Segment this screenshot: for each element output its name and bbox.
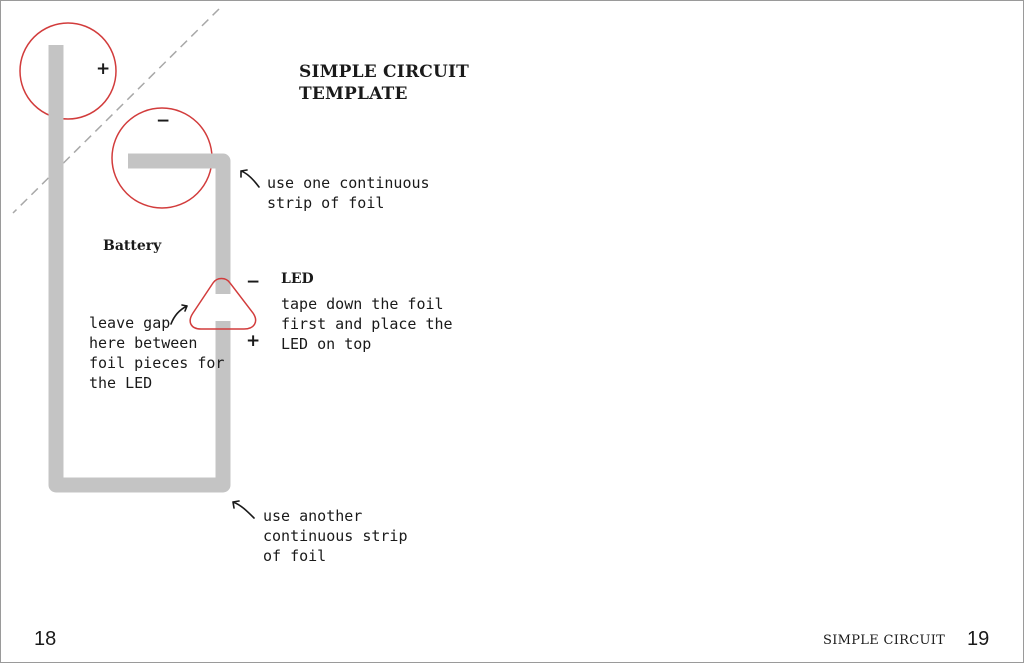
- battery-label: Battery: [103, 238, 162, 254]
- led-note: tape down the foil first and place the L…: [281, 295, 453, 353]
- battery-plus-sign: +: [96, 59, 111, 79]
- arrow-bottom-icon: [232, 500, 255, 519]
- led-plus-sign: +: [246, 331, 261, 351]
- led-heading: LED: [281, 271, 314, 287]
- note-leave-gap: leave gap here between foil pieces for t…: [89, 314, 225, 392]
- foil-strip-positive: [48, 45, 231, 493]
- battery-minus-sign: −: [156, 111, 171, 131]
- note-another-strip: use another continuous strip of foil: [263, 507, 408, 565]
- page-number-right: 19: [967, 628, 990, 650]
- arrow-top-icon: [240, 169, 260, 188]
- led-outline: [189, 277, 257, 330]
- page-number-left: 18: [34, 628, 57, 650]
- battery-positive-circle: [19, 22, 117, 120]
- note-continuous-strip: use one continuous strip of foil: [267, 174, 430, 212]
- dashed-cut-line: [12, 8, 220, 214]
- led-minus-sign: −: [246, 272, 261, 292]
- footer-title: SIMPLE CIRCUIT: [823, 633, 946, 648]
- page-title: SIMPLE CIRCUIT TEMPLATE: [299, 62, 470, 104]
- foil-strip-negative: [128, 153, 231, 294]
- arrow-gap-icon: [170, 304, 188, 325]
